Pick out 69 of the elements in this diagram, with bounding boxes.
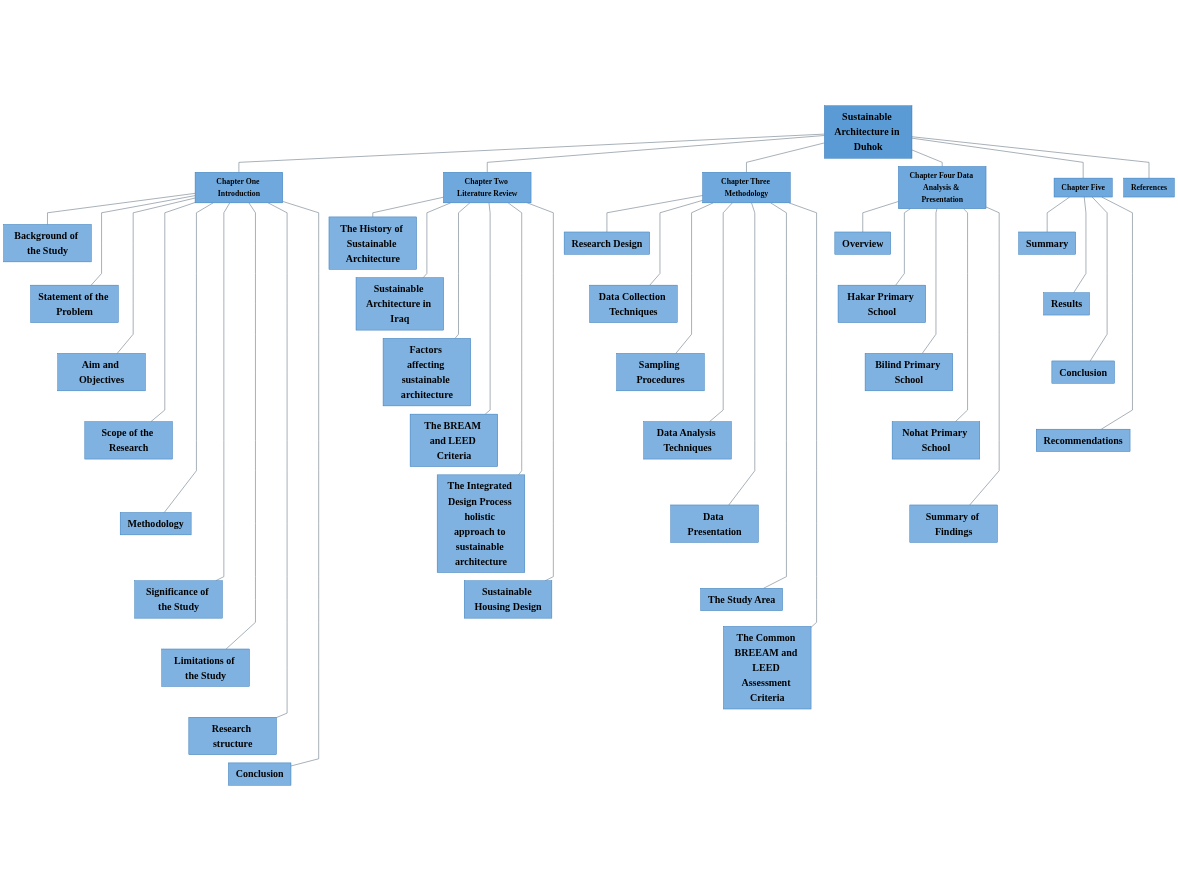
node-box: Significance of the Study bbox=[134, 580, 223, 619]
connector bbox=[1046, 196, 1070, 233]
node-box: The Common BREEAM and LEED Assessment Criteria bbox=[723, 626, 812, 710]
connector bbox=[454, 202, 471, 339]
connector bbox=[47, 193, 196, 225]
connector bbox=[486, 135, 825, 173]
connector bbox=[1089, 196, 1108, 362]
connector bbox=[90, 195, 196, 286]
node-box: Research structure bbox=[188, 717, 277, 755]
connector bbox=[484, 202, 491, 415]
node-box: Conclusion bbox=[1051, 360, 1115, 384]
node-box: Sustainable Architecture in Duhok bbox=[824, 105, 913, 159]
connector bbox=[282, 201, 320, 767]
connector bbox=[116, 197, 196, 354]
connector bbox=[150, 202, 196, 422]
node-box: The History of Sustainable Architecture bbox=[328, 216, 417, 270]
connector bbox=[507, 202, 523, 476]
node-box: Recommendations bbox=[1036, 428, 1131, 452]
connector bbox=[1073, 196, 1087, 293]
connector bbox=[649, 200, 703, 286]
node-box: Aim and Objectives bbox=[57, 353, 146, 392]
connector bbox=[911, 137, 1084, 179]
connector bbox=[911, 136, 1150, 179]
connector bbox=[215, 202, 231, 582]
node-box: Results bbox=[1043, 292, 1090, 316]
node-box: Sustainable Housing Design bbox=[463, 580, 553, 619]
node-box: Research Design bbox=[563, 231, 650, 255]
node-box: Scope of the Research bbox=[84, 421, 173, 460]
connector bbox=[709, 202, 733, 422]
connector bbox=[746, 142, 825, 173]
connector bbox=[911, 149, 943, 167]
node-box: Data Presentation bbox=[670, 504, 759, 543]
connector bbox=[238, 133, 825, 173]
connector bbox=[675, 202, 714, 354]
node-box: Overview bbox=[834, 231, 891, 255]
node-box: Hakar Primary School bbox=[837, 284, 926, 323]
node-box: The Integrated Design Process holistic approach to sustainable architecture bbox=[436, 474, 526, 573]
node-box: Data Analysis Techniques bbox=[643, 421, 732, 460]
connector bbox=[728, 202, 756, 506]
node-box: Summary of Findings bbox=[909, 504, 998, 543]
connector bbox=[527, 202, 554, 582]
node-box: Summary bbox=[1018, 231, 1076, 255]
connector bbox=[788, 202, 817, 628]
connector bbox=[955, 208, 968, 422]
node-box: Conclusion bbox=[228, 762, 292, 786]
node-box: Sustainable Architecture in Iraq bbox=[355, 277, 444, 331]
connector bbox=[895, 208, 911, 286]
connector bbox=[422, 202, 451, 278]
connector bbox=[921, 208, 938, 354]
connector bbox=[862, 201, 899, 233]
node-box: Limitations of the Study bbox=[161, 648, 250, 687]
connector bbox=[969, 206, 1000, 506]
node-box: Sampling Procedures bbox=[616, 353, 705, 392]
connector bbox=[163, 202, 214, 513]
connector bbox=[1101, 196, 1133, 430]
connector bbox=[763, 202, 787, 589]
node-box: The Study Area bbox=[700, 588, 783, 611]
node-box: Background of the Study bbox=[3, 224, 92, 263]
node-box: Bilind Primary School bbox=[864, 353, 953, 392]
node-box: Methodology bbox=[119, 512, 192, 536]
node-box: The BREAM and LEED Criteria bbox=[409, 413, 498, 467]
connector bbox=[606, 195, 703, 233]
node-box: Data Collection Techniques bbox=[589, 284, 678, 323]
connector bbox=[225, 202, 256, 650]
node-box: Nohat Primary School bbox=[891, 421, 980, 460]
node-box: Factors affecting sustainable architecture bbox=[382, 338, 471, 407]
connector bbox=[267, 202, 288, 718]
node-box: Statement of the Problem bbox=[30, 284, 119, 323]
connector bbox=[372, 196, 444, 218]
